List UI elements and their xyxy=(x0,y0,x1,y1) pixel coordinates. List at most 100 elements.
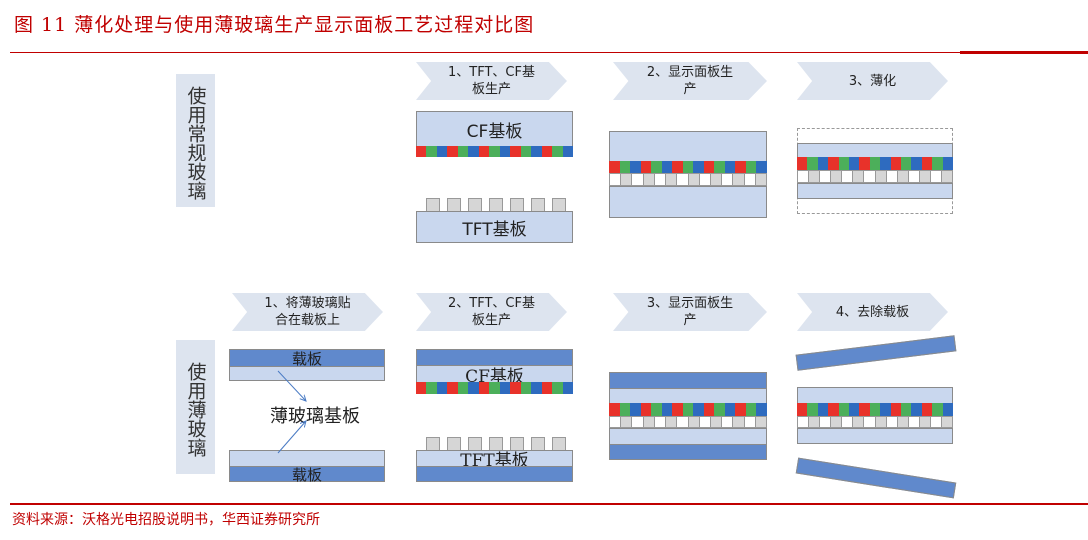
title-rule xyxy=(10,52,1088,53)
color-filter-cell xyxy=(552,146,563,157)
tft-cell xyxy=(809,170,821,183)
tft-cell xyxy=(643,173,655,186)
tft-cell xyxy=(842,170,854,183)
color-filter-cell xyxy=(609,403,620,416)
carrier-bottom xyxy=(609,444,767,460)
step-text: 2、显示面板生产 xyxy=(646,65,734,97)
color-filter-cell xyxy=(552,382,563,394)
tft-cell xyxy=(875,170,887,183)
tft-cell xyxy=(820,170,832,183)
tft-cell xyxy=(919,416,931,428)
panel-top-glass xyxy=(797,387,953,404)
color-filter-cell xyxy=(880,157,891,170)
color-filter-cell xyxy=(942,157,954,170)
color-filter-cell xyxy=(921,403,933,416)
tft-cell xyxy=(831,416,843,428)
tft-cell xyxy=(755,173,768,186)
color-filter-cell xyxy=(735,403,746,416)
tft-cell xyxy=(688,173,700,186)
arrow-up-icon xyxy=(277,421,306,454)
tft-cell xyxy=(632,416,644,428)
color-filter-cell xyxy=(817,157,829,170)
color-filter-strip xyxy=(797,157,954,170)
tft-cell xyxy=(864,416,876,428)
color-filter-cell xyxy=(489,146,500,157)
thin-glass-label: 薄玻璃基板 xyxy=(270,406,360,427)
color-filter-cell xyxy=(869,403,881,416)
tft-cell xyxy=(842,416,854,428)
tft-cell xyxy=(688,416,700,428)
color-filter-cell xyxy=(682,403,694,416)
tft-substrate: TFT基板 xyxy=(416,211,573,243)
color-filter-cell xyxy=(756,161,767,173)
tft-cell xyxy=(733,416,745,428)
tft-cell xyxy=(820,416,832,428)
color-filter-cell xyxy=(797,157,808,170)
arrow-down-icon xyxy=(277,370,306,401)
tft-cell xyxy=(897,416,909,428)
color-filter-cell xyxy=(890,157,902,170)
color-filter-strip xyxy=(609,403,767,416)
step-text: 1、将薄玻璃贴合在载板上 xyxy=(264,296,351,328)
color-filter-cell xyxy=(457,146,469,157)
color-filter-cell xyxy=(703,161,715,173)
tft-cell xyxy=(710,416,723,428)
cf-substrate: CF基板 xyxy=(416,111,573,147)
tft-cell xyxy=(677,416,689,428)
tft-cell xyxy=(654,173,667,186)
tft-cell xyxy=(666,416,678,428)
title-rule-accent xyxy=(960,51,1088,54)
panel-bottom-glass xyxy=(609,186,767,218)
row2-step-2: 2、TFT、CF基板生产 xyxy=(416,293,567,331)
tft-cell xyxy=(643,416,655,428)
panel-top-glass xyxy=(609,131,767,162)
color-filter-cell xyxy=(869,157,881,170)
color-filter-cell xyxy=(880,403,891,416)
tft-cell xyxy=(733,173,745,186)
color-filter-cell xyxy=(849,403,860,416)
carrier-top xyxy=(609,372,767,389)
tft-cell xyxy=(886,416,898,428)
color-filter-cell xyxy=(651,403,662,416)
color-filter-cell xyxy=(911,403,922,416)
row2-step-1: 1、将薄玻璃贴合在载板上 xyxy=(232,293,383,331)
row2-step-4: 4、去除载板 xyxy=(797,293,948,331)
color-filter-cell xyxy=(890,403,902,416)
tft-substrate: TFT基板 xyxy=(416,450,573,471)
color-filter-cell xyxy=(693,161,704,173)
step-text: 4、去除载板 xyxy=(835,304,910,320)
color-filter-strip xyxy=(416,146,574,157)
tft-cell xyxy=(722,173,734,186)
color-filter-cell xyxy=(426,146,437,157)
color-filter-cell xyxy=(499,146,511,157)
color-filter-cell xyxy=(901,403,912,416)
color-filter-cell xyxy=(447,146,458,157)
tft-bumps xyxy=(426,198,566,213)
tft-cell xyxy=(930,416,943,428)
color-filter-cell xyxy=(724,403,736,416)
color-filter-cell xyxy=(942,403,954,416)
color-filter-cell xyxy=(724,161,736,173)
row1-step-2: 2、显示面板生产 xyxy=(613,62,767,100)
color-filter-cell xyxy=(817,403,829,416)
color-filter-cell xyxy=(735,161,746,173)
panel-top-glass xyxy=(609,388,767,404)
color-filter-cell xyxy=(849,157,860,170)
color-filter-cell xyxy=(510,382,521,394)
color-filter-cell xyxy=(541,146,553,157)
color-filter-cell xyxy=(838,403,850,416)
color-filter-cell xyxy=(416,146,427,157)
tft-cell xyxy=(886,170,898,183)
tft-cell xyxy=(831,170,843,183)
step-text: 3、显示面板生产 xyxy=(646,296,734,328)
tft-cell xyxy=(919,170,931,183)
tft-cell xyxy=(942,416,954,428)
color-filter-cell xyxy=(756,403,767,416)
removed-carrier-top xyxy=(795,335,957,371)
thinned-top-glass xyxy=(797,143,953,158)
tft-cell xyxy=(908,416,920,428)
carrier-bottom xyxy=(416,466,573,482)
tft-cell xyxy=(621,416,633,428)
color-filter-cell xyxy=(478,146,490,157)
color-filter-cell xyxy=(838,157,850,170)
